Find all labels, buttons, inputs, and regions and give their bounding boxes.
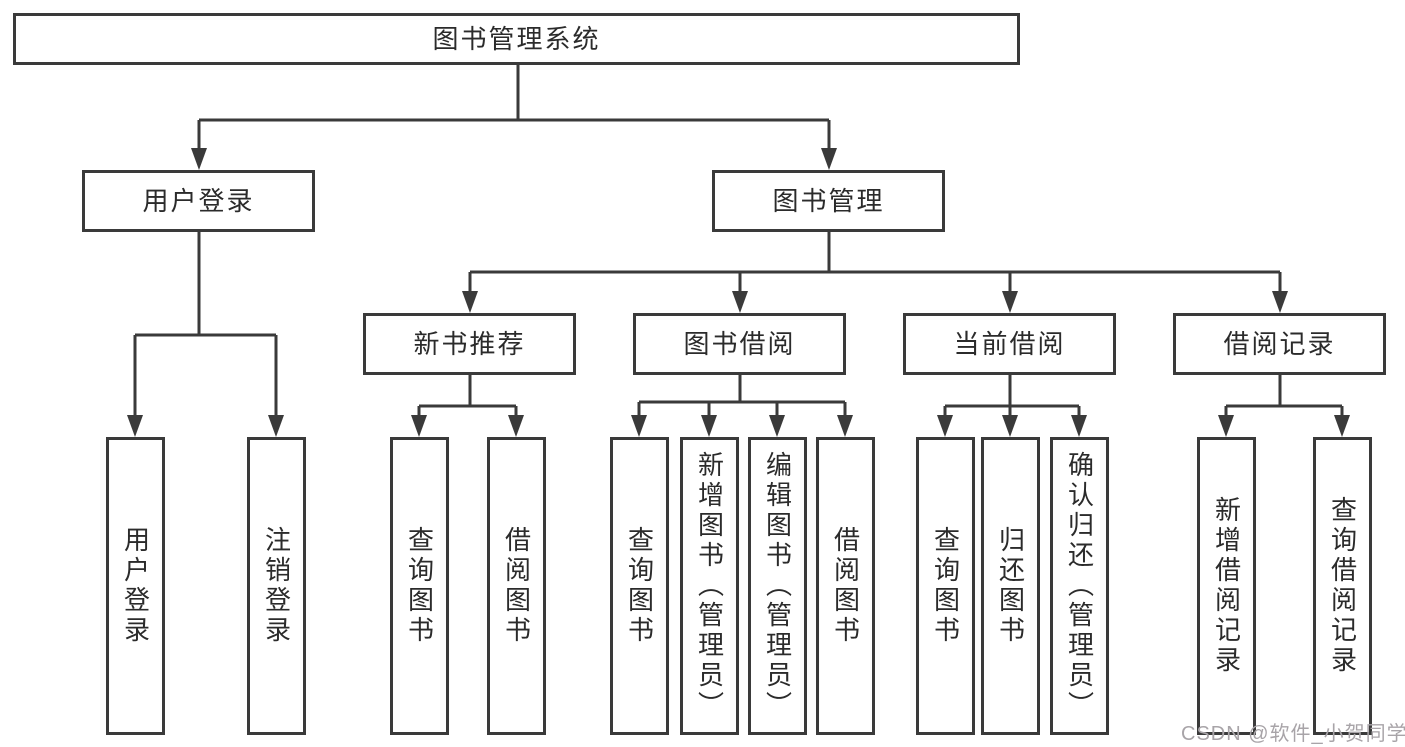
leaf-current-confirm-return-admin: 确认归还（管理员） [1050, 437, 1109, 735]
node-label: 编辑图书（管理员） [762, 451, 793, 721]
node-label: 新增图书（管理员） [694, 451, 725, 721]
arrowhead-icon [462, 291, 478, 313]
arrowhead-icon [1272, 291, 1288, 313]
leaf-borrow-edit-books-admin: 编辑图书（管理员） [748, 437, 807, 735]
arrowhead-icon [508, 415, 524, 437]
node-label: 新增借阅记录 [1211, 496, 1242, 676]
node-label: 当前借阅 [953, 329, 1066, 359]
node-label: 借阅记录 [1223, 329, 1336, 359]
leaf-current-query-books: 查询图书 [916, 437, 975, 735]
node-label: 查询图书 [930, 526, 961, 646]
node-label: 查询借阅记录 [1327, 496, 1358, 676]
arrowhead-icon [1218, 415, 1234, 437]
arrowhead-icon [701, 415, 717, 437]
node-new-book-recommend: 新书推荐 [363, 313, 576, 375]
node-label: 新书推荐 [413, 329, 526, 359]
leaf-newbook-query-books: 查询图书 [390, 437, 449, 735]
node-book-borrow: 图书借阅 [633, 313, 846, 375]
arrowhead-icon [411, 415, 427, 437]
node-label: 注销登录 [261, 526, 292, 646]
node-label: 用户登录 [142, 186, 255, 216]
arrowhead-icon [821, 148, 837, 170]
node-label: 借阅图书 [830, 526, 861, 646]
leaf-records-query-record: 查询借阅记录 [1313, 437, 1372, 735]
node-label: 图书管理 [772, 186, 885, 216]
leaf-logout: 注销登录 [247, 437, 306, 735]
arrowhead-icon [1334, 415, 1350, 437]
node-user-login: 用户登录 [82, 170, 315, 232]
arrowhead-icon [937, 415, 953, 437]
node-label: 用户登录 [120, 526, 151, 646]
leaf-borrow-query-books: 查询图书 [610, 437, 669, 735]
node-label: 查询图书 [404, 526, 435, 646]
node-label: 借阅图书 [501, 526, 532, 646]
arrowhead-icon [732, 291, 748, 313]
node-book-management: 图书管理 [712, 170, 945, 232]
leaf-current-return-books: 归还图书 [981, 437, 1040, 735]
node-label: 确认归还（管理员） [1064, 451, 1095, 721]
arrowhead-icon [769, 415, 785, 437]
node-root: 图书管理系统 [13, 13, 1020, 65]
node-label: 归还图书 [995, 526, 1026, 646]
leaf-records-add-record: 新增借阅记录 [1197, 437, 1256, 735]
node-label: 图书借阅 [683, 329, 796, 359]
leaf-borrow-borrow-books: 借阅图书 [816, 437, 875, 735]
arrowhead-icon [268, 415, 284, 437]
node-current-borrow: 当前借阅 [903, 313, 1116, 375]
csdn-watermark: CSDN @软件_小贺同学 [1181, 723, 1405, 745]
node-label: 图书管理系统 [432, 24, 601, 54]
leaf-user-login: 用户登录 [106, 437, 165, 735]
arrowhead-icon [631, 415, 647, 437]
node-label: 查询图书 [624, 526, 655, 646]
leaf-newbook-borrow-books: 借阅图书 [487, 437, 546, 735]
node-borrow-records: 借阅记录 [1173, 313, 1386, 375]
leaf-borrow-add-books-admin: 新增图书（管理员） [680, 437, 739, 735]
arrowhead-icon [837, 415, 853, 437]
arrowhead-icon [1071, 415, 1087, 437]
arrowhead-icon [191, 148, 207, 170]
arrowhead-icon [127, 415, 143, 437]
arrowhead-icon [1002, 291, 1018, 313]
arrowhead-icon [1002, 415, 1018, 437]
